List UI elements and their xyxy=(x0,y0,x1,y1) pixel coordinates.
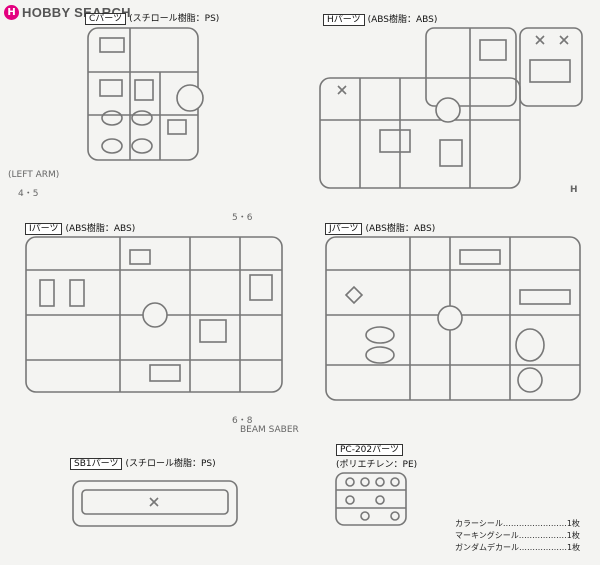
runner-sb1-label: SB1パーツ(スチロール樹脂：PS) xyxy=(70,458,216,470)
runner-pc-label: PC-202パーツ xyxy=(336,444,406,456)
side-text-left-arm: (LEFT ARM) xyxy=(8,170,60,180)
runner-j-label: Jパーツ(ABS樹脂：ABS) xyxy=(325,223,435,235)
material-row-marking-sticker: マーキングシール………………1枚 xyxy=(455,531,580,540)
included-materials-list: カラーシール……………………1枚 マーキングシール………………1枚 ガンダムデカ… xyxy=(455,518,580,554)
runner-h-label: Hパーツ(ABS樹脂：ABS) xyxy=(323,14,437,26)
side-text-step-2: 5・6 xyxy=(232,213,253,223)
runner-i-frame xyxy=(25,236,283,393)
runner-h-frame xyxy=(319,27,583,189)
runner-c-label: Cパーツ(スチロール樹脂：PS) xyxy=(85,13,219,25)
side-text-h: H xyxy=(570,185,578,195)
runner-j-frame xyxy=(325,236,581,401)
logo-mark: H xyxy=(4,4,19,20)
runner-sb1-frame xyxy=(72,480,238,527)
side-text-step-1: 4・5 xyxy=(18,189,39,199)
runner-pc-frame xyxy=(335,472,407,526)
runner-c-frame xyxy=(87,27,204,161)
material-row-gundam-decal: ガンダムデカール………………1枚 xyxy=(455,543,581,552)
runner-pc-material: (ポリエチレン：PE) xyxy=(336,460,418,470)
side-text-beam-saber: BEAM SABER xyxy=(240,425,299,435)
runner-i-label: Iパーツ(ABS樹脂：ABS) xyxy=(25,223,135,235)
material-row-color-sticker: カラーシール……………………1枚 xyxy=(455,519,580,528)
side-text-step-3: 6・8 xyxy=(232,416,253,426)
